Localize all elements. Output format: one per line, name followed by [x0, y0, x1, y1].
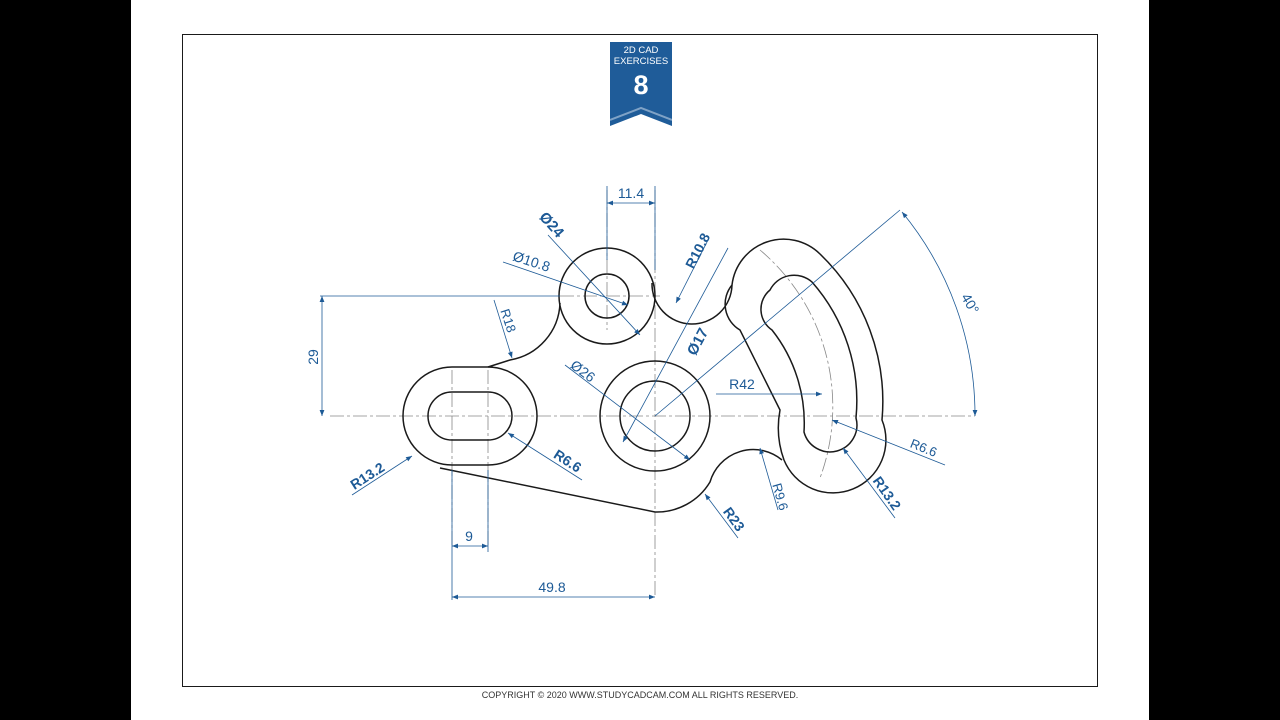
dim-line	[351, 455, 413, 496]
arc-slot-outer	[724, 238, 887, 494]
r10-8-fillet	[651, 282, 733, 325]
dim-line	[759, 447, 779, 511]
dim-dia-17: Ø17	[684, 325, 712, 358]
dimension-lines	[319, 186, 978, 600]
dim-line	[842, 447, 896, 519]
dim-dia-10-8: Ø10.8	[511, 248, 552, 275]
dim-line	[675, 239, 709, 304]
dim-r-9-6: R9.6	[769, 481, 791, 512]
dim-r-13-2-left: R13.2	[347, 459, 387, 493]
arc-slot-centerline	[759, 249, 834, 479]
dim-line	[704, 493, 739, 539]
dim-r-42: R42	[729, 376, 755, 392]
dim-line	[831, 419, 946, 466]
r18-fillet	[487, 302, 561, 368]
drawing-border	[182, 34, 1098, 687]
central-boss-circle	[599, 360, 711, 472]
arc-slot-inner	[760, 274, 858, 453]
badge-title-line2: EXERCISES	[613, 56, 669, 67]
left-slot-outer	[402, 366, 538, 466]
left-slot-inner	[427, 391, 513, 441]
dim-line	[547, 234, 641, 336]
dim-width-9: 9	[465, 528, 473, 544]
dim-height-29: 29	[305, 349, 321, 365]
dim-r-10-8: R10.8	[682, 230, 713, 271]
badge-exercise-number: 8	[633, 70, 649, 100]
badge-title-line1: 2D CAD	[623, 45, 659, 56]
lower-edge	[439, 448, 783, 513]
dim-line	[502, 261, 629, 306]
centerlines	[330, 190, 975, 598]
drawing-sheet	[131, 0, 1149, 720]
dim-line	[564, 364, 691, 461]
central-hole-circle	[619, 380, 691, 452]
dim-width-11-4: 11.4	[618, 185, 644, 201]
dim-dia-24: Ø24	[536, 209, 568, 242]
dim-r-18: R18	[497, 307, 519, 334]
part-outline	[402, 238, 887, 513]
copyright-text: COPYRIGHT © 2020 WWW.STUDYCADCAM.COM ALL…	[481, 690, 799, 700]
ext-line	[654, 209, 901, 417]
dim-line	[622, 247, 729, 443]
dim-width-49-8: 49.8	[538, 579, 565, 595]
dim-line	[507, 432, 583, 481]
dim-line	[493, 299, 513, 359]
angle-arc	[901, 211, 978, 417]
upper-hole-circle	[584, 273, 630, 319]
dimension-labels: 11.4 Ø24 Ø10.8 R10.8 40° R18 29 Ø17 Ø26 …	[305, 185, 983, 595]
badge-ribbon-shape	[610, 42, 672, 126]
exercise-badge: 2D CAD EXERCISES 8	[610, 42, 672, 128]
dim-angle-40: 40°	[958, 290, 982, 316]
dim-dia-26: Ø26	[568, 357, 599, 386]
dim-r-23: R23	[720, 504, 748, 534]
